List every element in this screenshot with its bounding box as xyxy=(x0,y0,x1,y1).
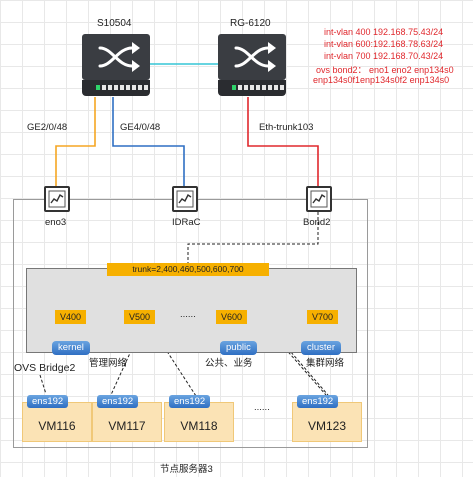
vlan-600: V600 xyxy=(216,310,247,324)
vm-name: VM123 xyxy=(307,419,347,433)
ge4-link-label: GE4/0/48 xyxy=(120,122,161,133)
vm-nic: ens192 xyxy=(297,395,339,408)
interface-label-bond2: Bond2 xyxy=(303,217,331,228)
eth-trunk-label: Eth-trunk103 xyxy=(259,122,314,133)
config-note-1: int-vlan 600:192.168.78.63/24 xyxy=(324,39,444,49)
port-monitor-icon xyxy=(306,186,332,212)
port-monitor-icon xyxy=(44,186,70,212)
switch-icon xyxy=(218,34,286,80)
switch-right-label: RG-6120 xyxy=(230,18,271,29)
vm-117: ens192 VM117 xyxy=(92,395,162,442)
bridge-name: OVS Bridge2 xyxy=(14,362,76,374)
bridge-port-cluster: cluster xyxy=(301,341,341,355)
vm-116: ens192 VM116 xyxy=(22,395,92,442)
switch-icon xyxy=(82,34,150,80)
ge4-link xyxy=(112,97,185,186)
interface-label-idrac: IDRaC xyxy=(172,217,201,228)
ge2-link-label: GE2/0/48 xyxy=(27,122,68,133)
eth-trunk-link xyxy=(247,97,319,186)
server-label: 节点服务器3 xyxy=(160,464,213,475)
vm-123: ens192 VM123 xyxy=(292,395,362,442)
vm-nic: ens192 xyxy=(97,395,139,408)
net-label-mgmt: 管理网络 xyxy=(89,358,128,369)
net-label-cluster: 集群网络 xyxy=(306,358,345,369)
port-monitor-icon xyxy=(172,186,198,212)
config-note-4: enp134s0f1enp134s0f2 enp134s0 xyxy=(313,75,450,85)
vm-name: VM116 xyxy=(38,419,76,433)
bond2-trunk-link xyxy=(187,212,319,263)
config-note-2: int-vlan 700 192.168.70.43/24 xyxy=(324,51,444,61)
vm-118: ens192 VM118 xyxy=(164,395,234,442)
bridge-port-kernel: kernel xyxy=(52,341,90,355)
interface-label-eno3: eno3 xyxy=(45,217,67,228)
switch-right xyxy=(218,34,286,96)
vlan-700: V700 xyxy=(307,310,338,324)
vm-ellipsis: ...... xyxy=(254,402,270,413)
vm-name: VM117 xyxy=(108,419,146,433)
net-label-public: 公共、业务 xyxy=(205,358,253,369)
vlan-ellipsis: ...... xyxy=(180,309,196,320)
switch-left xyxy=(82,34,150,96)
vm-nic: ens192 xyxy=(169,395,211,408)
config-note-3: ovs bond2： eno1 eno2 enp134s0 xyxy=(316,65,454,75)
switch-left-label: S10504 xyxy=(97,18,132,29)
vm-name: VM118 xyxy=(180,419,218,433)
vm-nic: ens192 xyxy=(27,395,69,408)
ge2-link xyxy=(55,97,96,186)
bridge-port-public: public xyxy=(220,341,257,355)
config-note-0: int-vlan 400 192.168.75.43/24 xyxy=(324,27,444,37)
trunk-label: trunk=2,400,460,500,600,700 xyxy=(107,263,269,276)
vlan-400: V400 xyxy=(55,310,86,324)
vlan-500: V500 xyxy=(124,310,155,324)
